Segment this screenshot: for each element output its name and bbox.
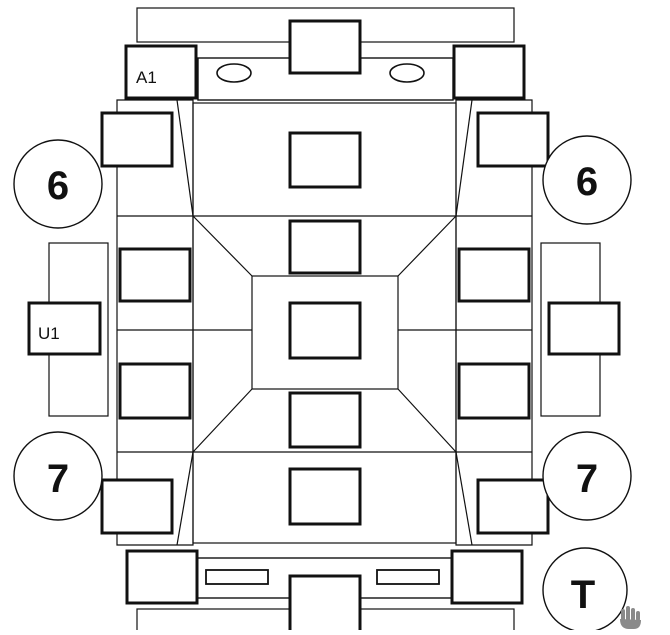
top-oval-right — [389, 63, 425, 83]
relay-left-lower-outer — [100, 478, 174, 535]
relay-right-lower-outer — [476, 478, 550, 535]
relay-left-upper-outer — [100, 111, 174, 168]
relay-left-mid-lower — [118, 362, 192, 420]
relay-left-mid-upper — [118, 247, 192, 303]
relay-a1 — [124, 44, 198, 100]
circle-6-left — [13, 139, 103, 229]
label-t: T — [571, 573, 595, 617]
circle-6-right — [542, 135, 632, 225]
top-oval-left — [216, 63, 252, 83]
right-diagonal-top — [455, 99, 473, 217]
center-relay-4 — [288, 391, 362, 449]
center-relay-2 — [288, 219, 362, 275]
relay-bottom-right — [450, 549, 524, 605]
relay-right-upper-outer — [476, 111, 550, 168]
top-center-relay — [288, 19, 362, 75]
relay-right-mid-lower — [457, 362, 531, 420]
label-6-right: 6 — [576, 160, 598, 204]
relay-right-side — [547, 301, 621, 356]
label-7-right: 7 — [576, 457, 598, 501]
perspective-line-tr — [397, 215, 457, 277]
circle-7-left — [13, 431, 103, 521]
label-6-left: 6 — [47, 164, 69, 208]
label-7-left: 7 — [47, 457, 69, 501]
central-inner-box — [251, 275, 399, 390]
relay-right-mid-upper — [457, 247, 531, 303]
right-diagonal-bottom — [455, 451, 473, 546]
center-relay-1 — [288, 131, 362, 189]
left-diagonal-top — [176, 99, 194, 217]
relay-top-right — [452, 44, 526, 100]
circle-7-right — [542, 431, 632, 521]
perspective-line-tl — [192, 215, 253, 277]
label-u1: U1 — [38, 324, 60, 343]
left-diagonal-bottom — [176, 451, 194, 546]
perspective-line-br — [397, 388, 457, 453]
center-relay-3 — [288, 301, 362, 360]
bottom-slot-left — [205, 569, 269, 585]
perspective-line-bl — [192, 388, 253, 453]
relay-bottom-left — [125, 549, 199, 605]
bottom-center-relay — [288, 574, 362, 635]
relay-u1 — [27, 301, 102, 356]
center-relay-5 — [288, 467, 362, 526]
hand-pointer-icon — [620, 606, 641, 629]
bottom-slot-right — [376, 569, 440, 585]
label-a1: A1 — [136, 68, 157, 87]
